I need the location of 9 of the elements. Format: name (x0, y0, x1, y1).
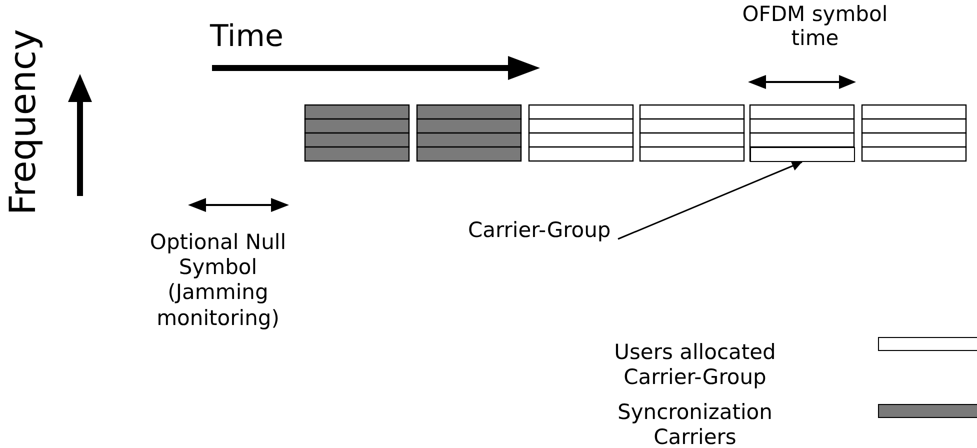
axis-title: Frequency (6, 29, 42, 215)
axis-title: Time (210, 18, 284, 56)
dimension-label: Optional Null Symbol (Jamming monitoring) (148, 230, 288, 331)
legend-label: Syncronization Carriers (616, 400, 774, 448)
leader-line (618, 161, 802, 240)
dimension-label: OFDM symbol time (741, 2, 889, 50)
carrier-group-cell (750, 147, 855, 162)
legend-label: Users allocated Carrier-Group (613, 340, 777, 390)
carrier-group-label: Carrier-Group (468, 218, 611, 244)
